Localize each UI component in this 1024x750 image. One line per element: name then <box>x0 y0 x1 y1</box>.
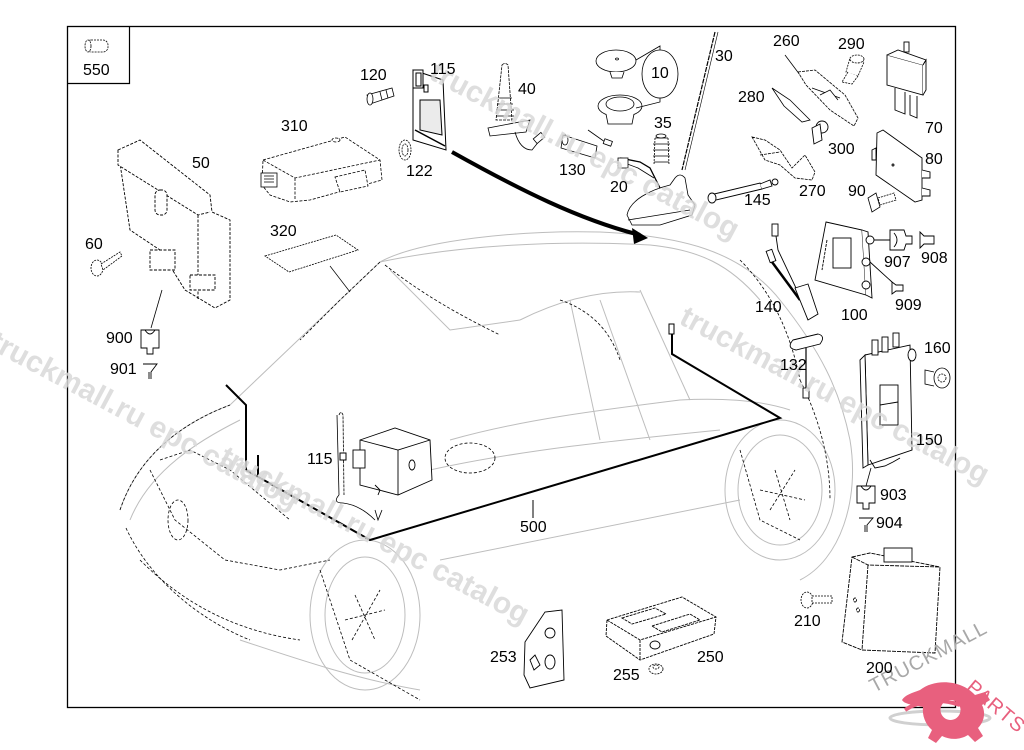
callout-115[interactable]: 115 <box>430 61 456 78</box>
vehicle-detail-lines <box>119 259 831 701</box>
part-250-control-unit <box>605 596 717 661</box>
callout-132[interactable]: 132 <box>780 357 807 374</box>
part-260-bracket <box>784 54 859 127</box>
logo-text-parts: PARTS <box>961 676 1024 738</box>
wiring-harness-500 <box>225 334 783 542</box>
callout-250[interactable]: 250 <box>697 649 724 666</box>
part-120-clip <box>366 87 395 106</box>
callout-270[interactable]: 270 <box>799 183 826 200</box>
part-255-grommet <box>648 663 664 675</box>
callout-320[interactable]: 320 <box>270 223 297 240</box>
part-200-control-unit <box>841 547 941 654</box>
part-150-control-unit <box>859 332 917 469</box>
callout-909[interactable]: 909 <box>895 297 922 314</box>
callout-901[interactable]: 901 <box>110 361 137 378</box>
inset-box <box>67 26 131 85</box>
part-132-microphone <box>789 333 823 399</box>
callout-260[interactable]: 260 <box>773 33 800 50</box>
callout-115-lower[interactable]: 115 <box>307 451 333 468</box>
part-60-screw <box>90 251 123 277</box>
part-115-antenna <box>335 412 383 522</box>
part-270-bracket <box>751 136 816 181</box>
callout-10[interactable]: 10 <box>651 65 669 82</box>
part-140-cable <box>765 223 819 321</box>
part-115-antenna-module <box>412 69 447 151</box>
part-901-plug <box>143 363 158 379</box>
callout-500[interactable]: 500 <box>520 519 547 536</box>
callout-130[interactable]: 130 <box>559 162 586 179</box>
callout-90[interactable]: 90 <box>848 183 866 200</box>
callout-20[interactable]: 20 <box>610 179 628 196</box>
part-35-spring <box>653 133 670 166</box>
callout-550[interactable]: 550 <box>83 62 110 79</box>
part-210-screw <box>800 591 833 609</box>
callout-255[interactable]: 255 <box>613 667 640 684</box>
callout-60[interactable]: 60 <box>85 236 103 253</box>
vehicle-outline <box>119 231 854 691</box>
part-40-rod-antenna <box>487 63 546 151</box>
part-70-relay <box>886 41 927 119</box>
callout-100[interactable]: 100 <box>841 307 868 324</box>
callout-70[interactable]: 70 <box>925 120 943 137</box>
part-907-connector <box>889 229 913 251</box>
callout-280[interactable]: 280 <box>738 89 765 106</box>
callout-903[interactable]: 903 <box>880 487 907 504</box>
callout-253[interactable]: 253 <box>490 649 517 666</box>
part-central-box <box>352 427 433 496</box>
callout-290[interactable]: 290 <box>838 36 865 53</box>
part-908-plug <box>919 230 935 250</box>
part-300-nut <box>811 120 829 145</box>
part-130-connector <box>560 129 613 159</box>
callout-907[interactable]: 907 <box>884 254 911 271</box>
part-10-speakers <box>595 45 679 125</box>
callout-210[interactable]: 210 <box>794 613 821 630</box>
callout-160[interactable]: 160 <box>924 340 951 357</box>
part-900-connector <box>140 329 160 355</box>
part-320-pad <box>264 234 359 273</box>
callout-200[interactable]: 200 <box>866 660 893 677</box>
part-50-control-module <box>117 139 231 309</box>
part-100-control-unit <box>814 221 893 299</box>
callout-120[interactable]: 120 <box>360 67 387 84</box>
logo-gear-icon <box>902 682 990 743</box>
part-90-screw <box>867 192 897 213</box>
callout-80[interactable]: 80 <box>925 151 943 168</box>
callout-35[interactable]: 35 <box>654 115 672 132</box>
callout-908[interactable]: 908 <box>921 250 948 267</box>
part-122-grommet <box>398 139 412 161</box>
part-20-roof-antenna-base <box>617 157 696 226</box>
logo-text: TRUCKMALL PARTS <box>866 617 1024 748</box>
part-280-pad <box>771 87 811 123</box>
relocation-arrow <box>451 150 641 237</box>
callout-900[interactable]: 900 <box>106 330 133 347</box>
part-310-control-unit <box>260 136 383 203</box>
callout-40[interactable]: 40 <box>518 81 536 98</box>
callout-140[interactable]: 140 <box>755 299 782 316</box>
part-290-screw <box>841 54 865 85</box>
part-80-control-unit <box>871 129 931 203</box>
part-253-bracket <box>523 609 565 689</box>
callout-50[interactable]: 50 <box>192 155 210 172</box>
part-160-screw <box>924 367 951 389</box>
part-904-plug <box>859 517 874 532</box>
truckmallparts-logo <box>888 682 992 743</box>
callout-145[interactable]: 145 <box>744 192 771 209</box>
part-550-sleeve <box>84 39 109 53</box>
callout-122[interactable]: 122 <box>406 163 433 180</box>
part-30-antenna-mast <box>681 31 719 171</box>
callout-310[interactable]: 310 <box>281 118 308 135</box>
callout-904[interactable]: 904 <box>876 515 903 532</box>
part-145-cable <box>707 178 779 204</box>
diagram-frame <box>66 25 957 709</box>
callout-300[interactable]: 300 <box>828 141 855 158</box>
callout-150[interactable]: 150 <box>916 432 943 449</box>
part-909-plug <box>891 281 904 295</box>
part-903-connector <box>856 485 876 510</box>
callout-30[interactable]: 30 <box>715 48 733 65</box>
